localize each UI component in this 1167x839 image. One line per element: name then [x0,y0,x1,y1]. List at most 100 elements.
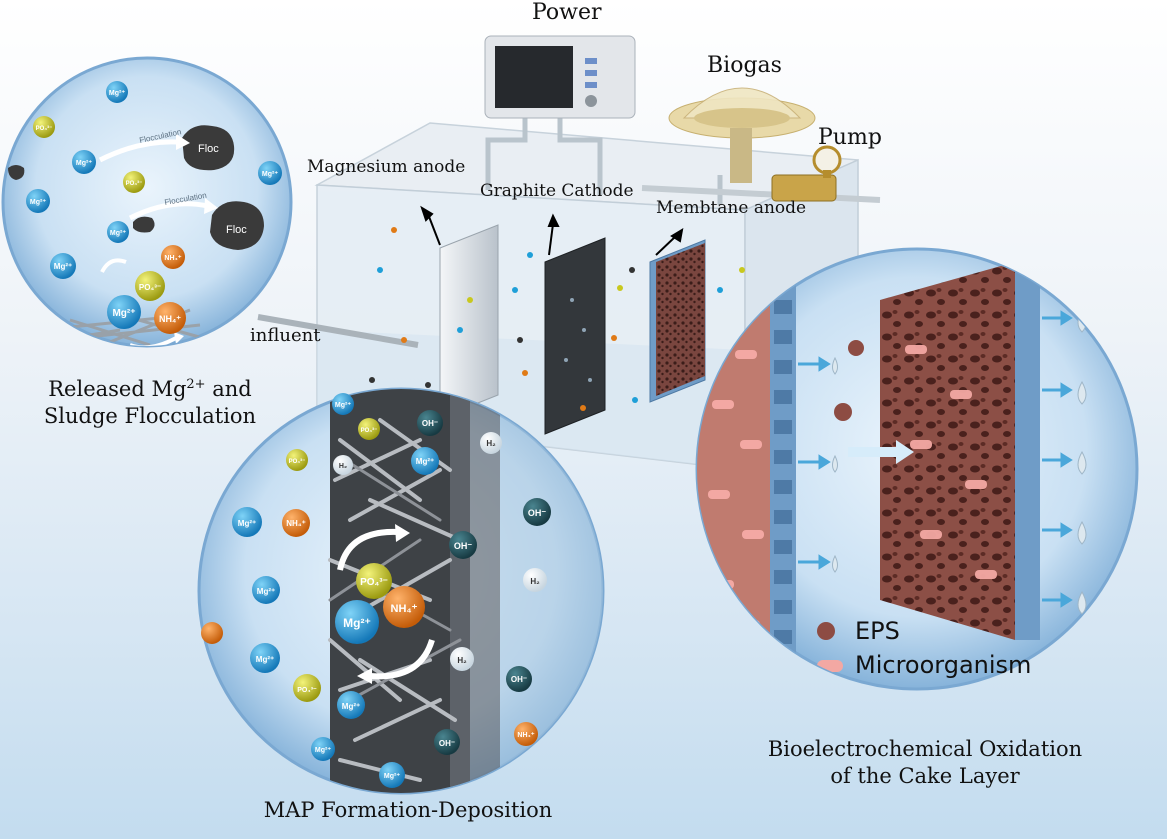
svg-text:PO₄³⁻: PO₄³⁻ [361,427,378,434]
po4-ion: PO₄³⁻ [293,674,321,702]
oh-ion: OH⁻ [449,531,477,559]
eps-legend-label: EPS [855,617,900,645]
mg-ion: Mg²⁺ [106,81,128,103]
h2-molecule: H₂ [450,647,474,671]
svg-text:PO₄³⁻: PO₄³⁻ [139,283,161,292]
nh4-ion: NH₄⁺ [154,302,186,334]
svg-text:NH₄⁺: NH₄⁺ [159,314,181,324]
svg-text:OH⁻: OH⁻ [528,508,547,518]
svg-text:Mg²⁺: Mg²⁺ [256,655,274,664]
h2-molecule: H₂ [480,432,502,454]
influent-label: influent [250,325,321,346]
graphite-cathode-plate [544,237,606,435]
svg-text:Mg²⁺: Mg²⁺ [315,747,331,754]
svg-text:Mg²⁺: Mg²⁺ [30,199,46,206]
mg-ion: Mg²⁺ [252,576,280,604]
membrane-anode-plate [649,239,706,403]
svg-text:NH₄⁺: NH₄⁺ [391,603,418,615]
mg-ion: Mg²⁺ [335,600,379,644]
mg-ion: Mg²⁺ [258,161,282,185]
svg-text:NH₄⁺: NH₄⁺ [517,732,534,739]
svg-text:Mg²⁺: Mg²⁺ [110,230,126,237]
svg-text:Mg²⁺: Mg²⁺ [342,702,360,711]
svg-text:H₂: H₂ [486,439,496,448]
magnesium-anode-plate [439,224,499,419]
svg-text:NH₄⁺: NH₄⁺ [164,255,181,262]
mg-ion: Mg²⁺ [332,393,354,415]
pump [771,145,842,202]
tank-particles [369,227,745,411]
mg-ion: Mg²⁺ [50,253,76,279]
svg-text:H₂: H₂ [457,656,467,665]
h2-molecule: H₂ [333,455,353,475]
biogas-collector [668,87,816,183]
po4-ion: PO₄³⁻ [358,418,380,440]
po4-ion: PO₄³⁻ [356,563,392,599]
svg-text:PO₄³⁻: PO₄³⁻ [289,458,306,465]
ions: Mg²⁺ PO₄³⁻ Mg²⁺ PO₄³⁻ Mg²⁺ Mg²⁺ Mg²⁺ Mg²… [26,81,551,788]
h2-molecule: H₂ [523,568,547,592]
graphite-cathode-label: Graphite Cathode [480,181,634,201]
bottom-panel-caption: MAP Formation-Deposition [263,798,553,822]
nh4-ion: NH₄⁺ [161,245,185,269]
cake-layer-zoom-circle [695,247,1139,691]
svg-text:NH₄⁺: NH₄⁺ [286,519,306,528]
mg-ion: Mg²⁺ [411,447,439,475]
svg-text:Mg²⁺: Mg²⁺ [384,773,400,780]
mg-ion: Mg²⁺ [379,762,405,788]
flocculation-zoom-circle [1,56,293,348]
nh4-ion: NH₄⁺ [282,509,310,537]
microorganism-legend-icon [817,660,843,672]
svg-text:PO₄³⁻: PO₄³⁻ [36,125,53,132]
svg-text:Mg²⁺: Mg²⁺ [262,171,278,178]
po4-ion: PO₄³⁻ [135,271,165,301]
membrane-anode-label: Membtane anode [656,198,807,218]
pump-label: Pump [818,125,882,150]
po4-ion: PO₄³⁻ [33,116,55,138]
eps-legend-icon [817,622,835,640]
svg-text:Mg²⁺: Mg²⁺ [343,616,371,630]
mg-ion: Mg²⁺ [107,295,141,329]
power-label: Power [532,0,602,25]
oh-ion: OH⁻ [506,666,532,692]
biogas-label: Biogas [707,53,782,78]
oh-ion: OH⁻ [417,410,443,436]
svg-text:H₂: H₂ [530,577,540,586]
label-arrows [420,205,684,256]
nh4-ion [201,622,223,644]
svg-text:PO₄³⁻: PO₄³⁻ [297,687,317,694]
oh-ion: OH⁻ [523,498,551,526]
svg-text:OH⁻: OH⁻ [511,675,527,684]
floc-label: Floc [198,143,219,155]
svg-text:Mg²⁺: Mg²⁺ [238,519,256,528]
magnesium-anode-label: Magnesium anode [307,157,466,177]
svg-text:Mg²⁺: Mg²⁺ [109,90,125,97]
svg-text:Mg²⁺: Mg²⁺ [54,262,72,271]
right-panel-caption: Bioelectrochemical Oxidation of the Cake… [767,737,1083,788]
mg-ion: Mg²⁺ [107,221,129,243]
svg-text:Mg²⁺: Mg²⁺ [416,457,434,466]
svg-text:H₂: H₂ [339,463,347,470]
power-supply [484,35,636,119]
floc-label: Floc [226,224,247,236]
svg-text:Mg²⁺: Mg²⁺ [76,160,92,167]
nh4-ion: NH₄⁺ [383,586,425,628]
mg-ion: Mg²⁺ [26,189,50,213]
svg-text:OH⁻: OH⁻ [422,419,438,428]
svg-text:PO₄³⁻: PO₄³⁻ [360,577,388,588]
po4-ion: PO₄³⁻ [123,171,145,193]
mg-ion: Mg²⁺ [311,737,335,761]
oh-ion: OH⁻ [434,729,460,755]
po4-ion: PO₄³⁻ [286,449,308,471]
svg-text:Mg²⁺: Mg²⁺ [257,587,275,596]
svg-text:Mg²⁺: Mg²⁺ [112,308,135,319]
pipes [257,118,881,348]
mg-ion: Mg²⁺ [337,691,365,719]
svg-text:OH⁻: OH⁻ [439,739,455,748]
svg-text:OH⁻: OH⁻ [454,541,473,551]
mg-ion: Mg²⁺ [232,507,262,537]
mg-ion: Mg²⁺ [250,643,280,673]
left-panel-caption: Released Mg2+ and Sludge Flocculation [43,377,257,428]
nh4-ion: NH₄⁺ [514,722,538,746]
